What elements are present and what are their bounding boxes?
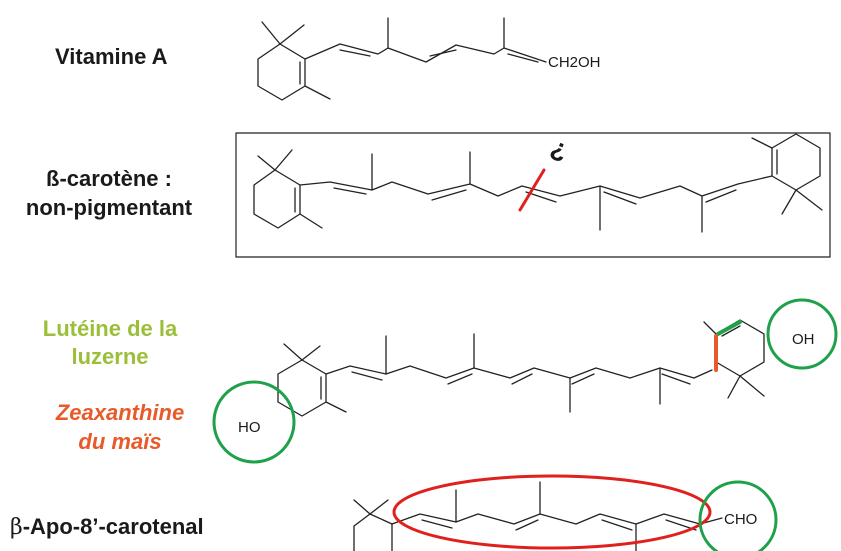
hydroxyl-right-label: OH [792,331,815,348]
label-vitamine-a-text: Vitamine A [55,44,168,69]
label-apo-rest: -Apo-8’-carotenal [22,514,204,539]
lutein-double-bond-mark [716,320,742,336]
label-apo-greek: β [10,515,23,540]
question-mark: ? [546,135,571,169]
label-zeaxanthin-line2: du maïs [78,429,162,454]
label-beta-carotene-line1: ß-carotène : [46,166,172,191]
apo-carotenal-molecule [353,481,723,551]
cleavage-mark [518,168,546,212]
aldehyde-label: CHO [724,511,757,528]
lutein-molecule [277,319,765,417]
label-beta-carotene-line2: non-pigmentant [25,195,193,220]
beta-carotene-frame [235,132,831,258]
label-vitamine-a: Vitamine A [55,44,225,70]
label-zeaxanthin: Zeaxanthine du maïs [25,398,215,456]
polyene-chain-ellipse [392,474,712,550]
vitamin-a-ch2oh: CH2OH [548,54,601,71]
hydroxyl-left-circle [212,380,296,464]
label-beta-carotene: ß-carotène : non-pigmentant [0,164,218,222]
hydroxyl-left-label: HO [238,419,261,436]
beta-carotene-molecule [253,133,823,233]
vitamin-a-molecule [257,17,547,101]
label-zeaxanthin-line1: Zeaxanthine [55,400,185,425]
aldehyde-circle [698,480,778,551]
label-lutein-line2: luzerne [71,344,149,369]
hydroxyl-right-circle [766,298,838,370]
label-apo-carotenal: β-Apo-8’-carotenal [10,514,260,540]
label-lutein-line1: Lutéine de la [42,316,178,341]
label-lutein: Lutéine de la luzerne [10,315,210,371]
